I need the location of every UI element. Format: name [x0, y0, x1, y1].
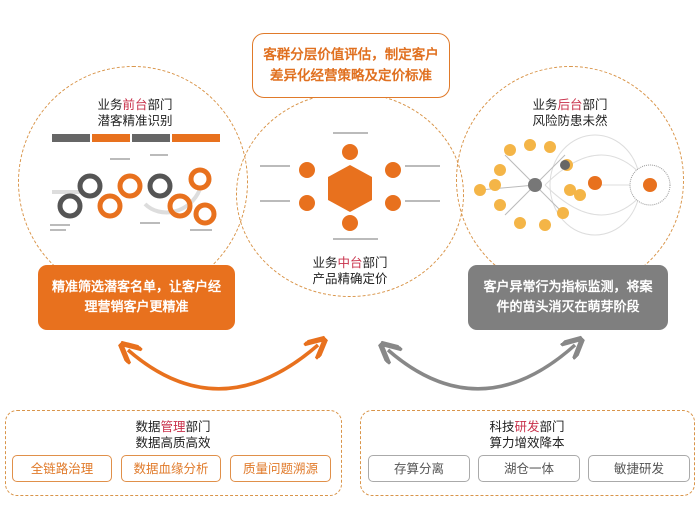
quality-issue-tracing-button[interactable]: 质量问题溯源: [230, 455, 331, 482]
storage-compute-separation-button[interactable]: 存算分离: [368, 455, 470, 482]
front-office-subtitle: 潜客精准识别: [97, 113, 173, 128]
data-lineage-analysis-button[interactable]: 数据血缘分析: [121, 455, 221, 482]
middle-office-title: 业务中台部门 产品精确定价: [285, 255, 415, 287]
back-office-subtitle: 风险防患未然: [532, 113, 608, 128]
gray-double-arrow: [388, 345, 575, 391]
tech-rd-box: [360, 410, 695, 496]
data-management-title: 数据管理部门 数据高质高效: [135, 419, 211, 450]
agile-development-button[interactable]: 敏捷研发: [588, 455, 690, 482]
tech-rd-title: 科技研发部门 算力增效降本: [489, 419, 565, 450]
top-callout-line1: 客群分层价值评估，制定客户: [263, 47, 439, 63]
back-office-callout: 客户异常行为指标监测，将案件的苗头消灭在萌芽阶段: [468, 265, 668, 330]
full-chain-governance-button[interactable]: 全链路治理: [12, 455, 112, 482]
top-callout: 客群分层价值评估，制定客户 差异化经营策略及定价标准: [252, 33, 450, 98]
back-office-title: 业务后台部门 风险防患未然: [505, 97, 635, 129]
customer-identification-flow-diagram: [50, 134, 220, 231]
top-callout-line2: 差异化经营策略及定价标准: [270, 68, 432, 84]
front-office-title: 业务前台部门 潜客精准识别: [70, 97, 200, 129]
customer-value-hexagon-diagram: [260, 132, 440, 240]
middle-office-subtitle: 产品精确定价: [312, 271, 388, 286]
risk-network-graph: [474, 134, 671, 236]
front-office-callout: 精准筛选潜客名单，让客户经理营销客户更精准: [38, 265, 235, 330]
data-management-box: [5, 410, 342, 496]
lakehouse-button[interactable]: 湖仓一体: [478, 455, 580, 482]
